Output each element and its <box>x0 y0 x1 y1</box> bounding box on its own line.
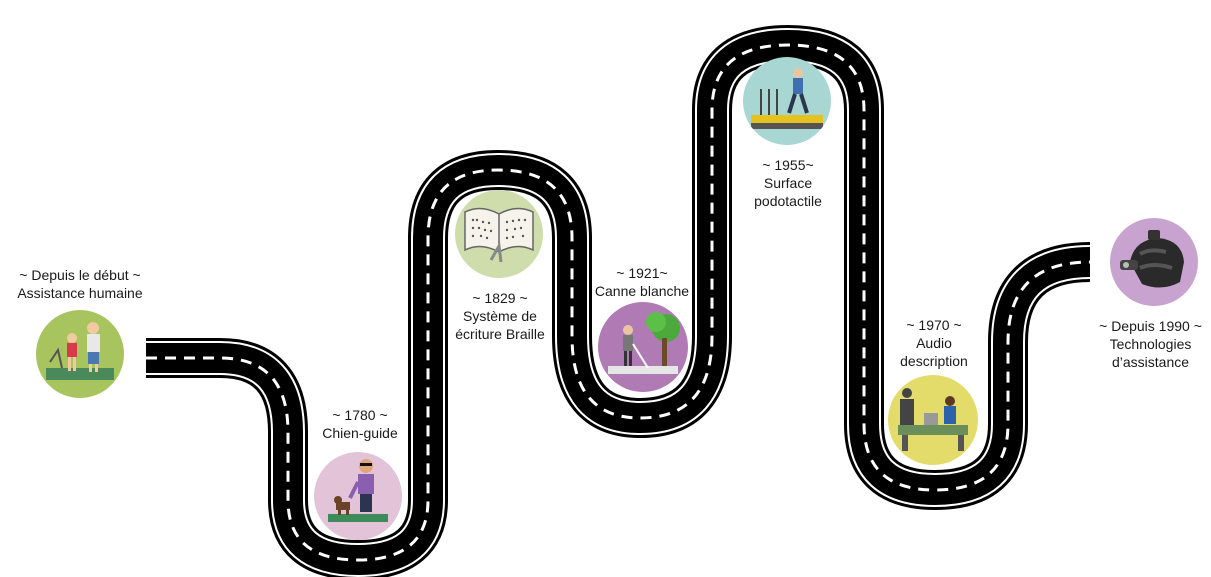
human-assistance-icon <box>36 310 124 398</box>
milestone-date: ~ 1970 ~ <box>906 317 962 333</box>
road-surface <box>146 30 1091 575</box>
white-cane-icon <box>598 302 688 392</box>
assistive-technology-icon <box>1110 218 1198 306</box>
audio-description-icon <box>888 375 978 465</box>
milestone-date: ~ Depuis 1990 ~ <box>1099 318 1202 334</box>
milestone-title-line1: Système de <box>463 308 537 324</box>
milestone-title-line2: d’assistance <box>1111 354 1190 370</box>
braille-book-icon <box>455 190 543 278</box>
milestone-date: ~ 1829 ~ <box>472 290 528 306</box>
milestone-title: Chien-guide <box>322 425 398 441</box>
milestone-label-audio-description: ~ 1970 ~ Audio description <box>872 316 996 370</box>
road-center-dashes <box>146 43 1091 562</box>
milestone-title-line1: Surface <box>763 175 813 191</box>
milestone-label-assistive-technology: ~ Depuis 1990 ~ Technologies d’assistanc… <box>1090 317 1211 371</box>
milestone-date: ~ 1955~ <box>762 157 814 173</box>
milestone-title-line1: Technologies <box>1109 336 1192 352</box>
milestone-label-tactile-paving: ~ 1955~ Surface podotactile <box>726 156 850 210</box>
milestone-title: Canne blanche <box>594 283 690 299</box>
milestone-label-white-cane: ~ 1921~ Canne blanche <box>578 264 706 300</box>
milestone-title-line2: description <box>900 353 968 369</box>
tactile-paving-icon <box>743 57 831 145</box>
milestone-title: Assistance humaine <box>17 285 143 301</box>
milestone-date: ~ 1921~ <box>616 265 668 281</box>
milestone-title-line2: écriture Braille <box>455 326 545 342</box>
milestone-label-human-assistance: ~ Depuis le début ~ Assistance humaine <box>0 266 160 302</box>
guide-dog-icon <box>314 452 402 540</box>
milestone-title-line2: podotactile <box>754 193 822 209</box>
milestone-label-guide-dog: ~ 1780 ~ Chien-guide <box>300 406 420 442</box>
milestone-label-braille: ~ 1829 ~ Système de écriture Braille <box>436 289 564 343</box>
milestone-date: ~ Depuis le début ~ <box>19 267 141 283</box>
milestone-title-line1: Audio <box>916 335 952 351</box>
milestone-date: ~ 1780 ~ <box>332 407 388 423</box>
